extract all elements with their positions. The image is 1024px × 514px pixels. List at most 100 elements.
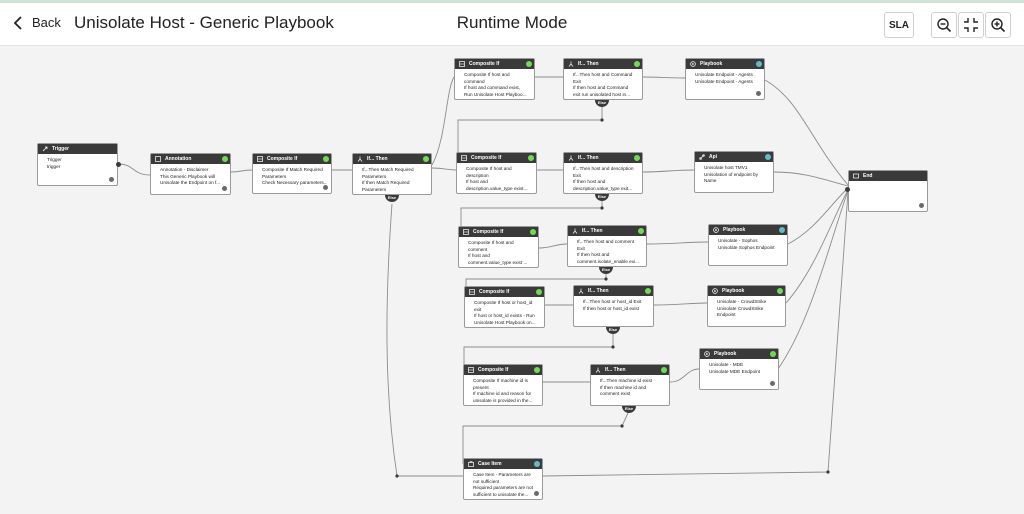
composite-if-icon	[257, 156, 263, 162]
branch-icon	[578, 288, 584, 294]
node-menu-icon[interactable]	[919, 203, 924, 208]
node-line: If...Then Match Required	[362, 167, 414, 172]
node-line: If host or host_id exists - Run	[474, 313, 535, 319]
node-line: comment exist	[600, 391, 631, 397]
zoom-out-button[interactable]	[931, 12, 957, 38]
if-then-node[interactable]: If... Then If...Then host and descriptio…	[563, 152, 643, 194]
status-ok-icon	[528, 155, 534, 161]
end-node[interactable]: End	[848, 170, 928, 212]
node-line: exit	[474, 306, 482, 312]
node-line: command	[464, 78, 485, 84]
node-line: Case Item - Parameters are	[473, 472, 531, 477]
else-branch-port[interactable]: Else	[622, 406, 636, 413]
node-menu-icon[interactable]	[323, 185, 328, 190]
sla-button[interactable]: SLA	[884, 12, 914, 38]
node-line: Exit	[573, 78, 581, 84]
composite-if-node[interactable]: Composite If Composite If Match Required…	[252, 153, 332, 194]
node-line: Parameters	[362, 186, 387, 192]
node-menu-icon[interactable]	[756, 91, 761, 96]
node-line: description	[466, 172, 489, 178]
back-button[interactable]: Back	[12, 15, 61, 30]
node-line: trigger	[47, 163, 61, 169]
node-type-label: Playbook	[714, 351, 737, 357]
node-type-label: Trigger	[52, 146, 69, 152]
status-ok-icon	[638, 228, 644, 234]
node-menu-icon[interactable]	[770, 381, 775, 386]
node-line: Composite If Match Required	[262, 167, 323, 172]
node-menu-icon[interactable]	[534, 491, 539, 496]
zoom-out-icon	[937, 18, 952, 33]
node-line: Composite If host and	[466, 166, 512, 171]
zoom-in-button[interactable]	[985, 12, 1011, 38]
input-port[interactable]	[845, 187, 850, 192]
status-info-icon	[756, 61, 762, 67]
branch-icon	[568, 61, 574, 67]
status-ok-icon	[645, 288, 651, 294]
else-branch-port[interactable]: Else	[599, 267, 613, 274]
node-line: If host and	[466, 179, 488, 185]
node-menu-icon[interactable]	[222, 186, 227, 191]
node-type-label: If... Then	[578, 155, 599, 161]
status-ok-icon	[526, 61, 532, 67]
status-ok-icon	[634, 61, 640, 67]
node-type-label: If... Then	[367, 156, 388, 162]
node-line: Unisolate - MDE	[709, 362, 744, 367]
fit-screen-icon	[964, 18, 978, 32]
node-type-label: If... Then	[588, 288, 609, 294]
node-line: Unisolate Sophos Endpoint	[718, 244, 775, 250]
node-line: Composite If machine id is	[473, 378, 528, 383]
node-type-label: Composite If	[478, 367, 509, 373]
node-line: If...Then host and Command	[573, 72, 633, 77]
node-line: If then machine id and	[600, 384, 647, 390]
status-ok-icon	[423, 156, 429, 162]
node-line: present	[473, 384, 489, 390]
playbook-icon	[704, 351, 710, 357]
node-menu-icon[interactable]	[109, 177, 114, 182]
node-line: comment.isolate_enable exi...	[577, 258, 640, 264]
else-branch-port[interactable]: Else	[595, 100, 609, 107]
node-line: Unisolate CrowdStrike	[717, 305, 764, 311]
node-line: Required parameters are not	[473, 485, 533, 491]
page-title: Unisolate Host - Generic Playbook	[74, 13, 334, 32]
node-line: Composite If host and	[468, 240, 514, 245]
if-then-node[interactable]: If... Then If...Then host or host_id Exi…	[573, 285, 654, 327]
chevron-left-icon	[13, 15, 22, 30]
node-line: sufficient to unisolate the...	[473, 491, 529, 497]
status-ok-icon	[222, 156, 228, 162]
status-ok-icon	[536, 289, 542, 295]
node-line: Parameters	[262, 173, 287, 179]
node-line: Parameters	[362, 173, 387, 179]
node-line: Exit	[577, 245, 585, 251]
output-port[interactable]	[116, 162, 121, 167]
node-line: Exit	[573, 172, 581, 178]
else-branch-port[interactable]: Else	[595, 194, 609, 201]
else-branch-port[interactable]: Else	[385, 195, 399, 202]
node-type-label: Annotation	[165, 156, 192, 162]
node-line: Unisolate Endpoint - Agents	[695, 78, 753, 84]
fit-screen-button[interactable]	[958, 12, 984, 38]
node-line: Unisolate host TMV1	[704, 165, 748, 170]
node-line: Unisolate Host Playbook on...	[474, 319, 536, 325]
composite-if-node[interactable]: Composite If Composite If host or host_i…	[464, 286, 545, 328]
else-branch-port[interactable]: Else	[606, 327, 620, 334]
composite-if-icon	[461, 155, 467, 161]
node-line: Unisolate - CrowdStrike	[717, 299, 767, 304]
playbook-icon	[690, 61, 696, 67]
